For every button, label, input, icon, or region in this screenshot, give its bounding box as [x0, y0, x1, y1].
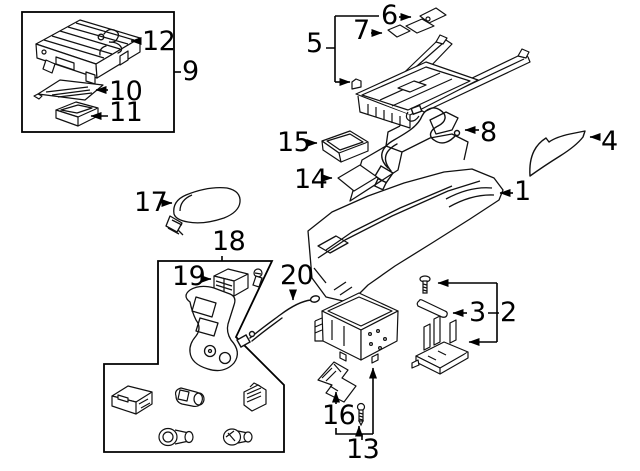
callout-label-13[interactable]: 13 — [346, 434, 380, 465]
part-upper-tray-drawing — [351, 34, 531, 129]
part-harness-drawing — [373, 104, 461, 191]
group-box-18 — [103, 260, 285, 453]
part-pad-7-drawing — [387, 24, 411, 38]
callout-label-6[interactable]: 6 — [381, 0, 398, 31]
callout-label-16[interactable]: 16 — [322, 400, 356, 431]
callout-label-17[interactable]: 17 — [134, 187, 168, 218]
callout-label-8[interactable]: 8 — [480, 117, 497, 148]
callout-label-5[interactable]: 5 — [306, 28, 323, 59]
part-cable-drawing — [236, 295, 321, 348]
callout-label-3[interactable]: 3 — [469, 297, 486, 328]
callout-label-9[interactable]: 9 — [182, 56, 199, 87]
part-connector-drawing — [243, 382, 267, 412]
callout-label-19[interactable]: 19 — [172, 261, 206, 292]
part-usb-port-drawing — [111, 385, 153, 415]
part-screw-18-drawing — [252, 268, 263, 288]
callout-leader-lines — [90, 13, 601, 440]
part-console-tray-drawing — [321, 130, 369, 163]
part-switch-small-drawing — [174, 387, 205, 408]
callout-label-18[interactable]: 18 — [212, 226, 246, 257]
part-tray-mat-drawing — [337, 164, 378, 192]
part-pads-6-drawing — [405, 7, 447, 34]
callout-label-4[interactable]: 4 — [601, 126, 618, 157]
callout-label-20[interactable]: 20 — [280, 260, 314, 291]
part-shifter-bezel-drawing — [185, 285, 238, 372]
part-wiring-clip-drawing — [97, 28, 123, 56]
callout-label-1[interactable]: 1 — [514, 176, 531, 207]
part-pin-3-drawing — [416, 299, 448, 318]
callout-label-11[interactable]: 11 — [109, 97, 143, 128]
part-tray-insert-drawing — [55, 101, 99, 127]
part-lighter-socket-drawing — [222, 428, 253, 446]
part-mat-drawing — [33, 79, 104, 101]
callout-label-7[interactable]: 7 — [353, 15, 370, 46]
callout-label-15[interactable]: 15 — [277, 127, 311, 158]
part-head-unit-drawing — [35, 19, 141, 85]
part-armrest-drawing — [165, 187, 241, 236]
part-duct-drawing — [317, 361, 357, 403]
part-side-cover-drawing — [529, 130, 586, 177]
part-screw-13-drawing — [356, 402, 366, 427]
part-power-socket-drawing — [158, 427, 194, 447]
callout-label-10[interactable]: 10 — [109, 76, 143, 107]
part-bin-drawing — [314, 292, 399, 364]
callout-label-14[interactable]: 14 — [294, 164, 328, 195]
callout-label-12[interactable]: 12 — [142, 26, 176, 57]
part-console-body-drawing — [307, 111, 504, 302]
part-screw-2-drawing — [419, 275, 431, 294]
callout-label-2[interactable]: 2 — [500, 297, 517, 328]
part-bracket-2-drawing — [411, 315, 469, 375]
